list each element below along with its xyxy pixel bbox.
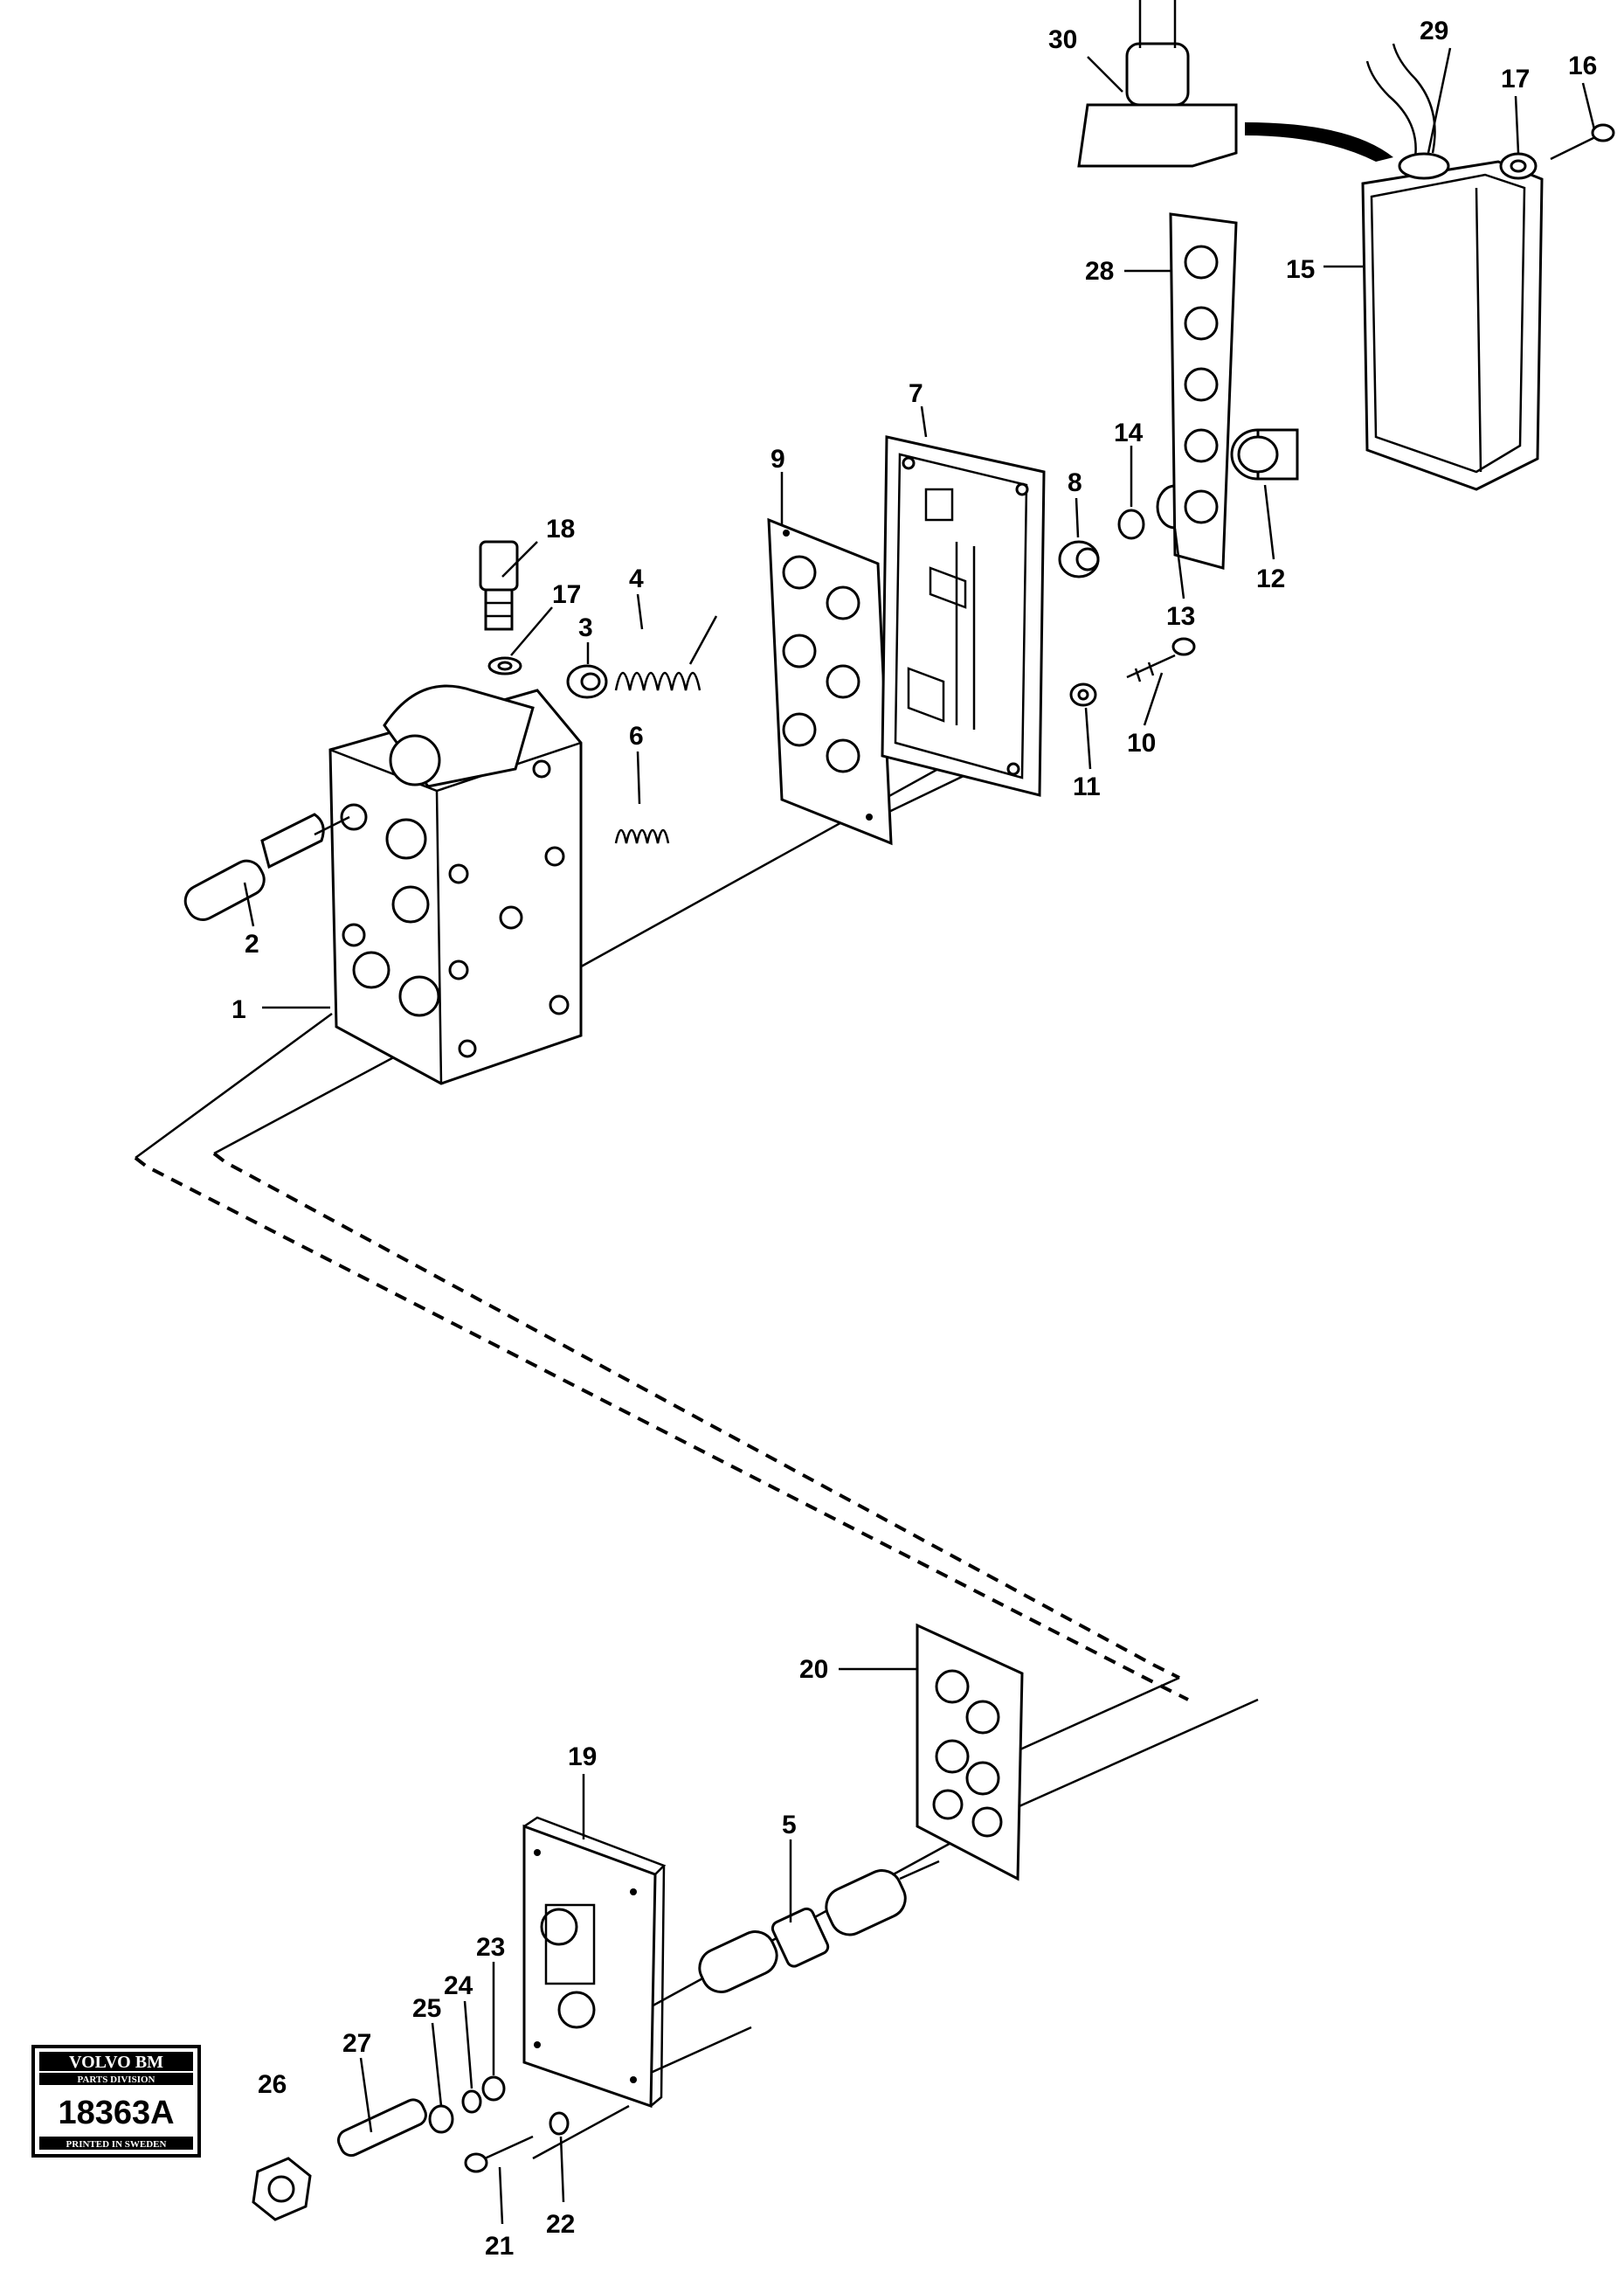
part-19-end-plate bbox=[522, 1816, 667, 2109]
part-9-gasket bbox=[767, 517, 893, 846]
part-14-o-ring bbox=[1117, 509, 1145, 540]
part-22-washer bbox=[549, 2111, 570, 2136]
callout-11: 11 bbox=[1073, 772, 1101, 801]
part-1-valve-body bbox=[328, 684, 583, 1085]
callout-17-lower: 17 bbox=[552, 580, 581, 609]
stamp-footer: PRINTED IN SWEDEN bbox=[66, 2139, 167, 2150]
callout-17-upper: 17 bbox=[1501, 65, 1530, 94]
part-28-gasket-strip bbox=[1169, 212, 1238, 570]
parts-division-stamp: VOLVO BM PARTS DIVISION 18363A PRINTED I… bbox=[31, 2045, 201, 2158]
part-6-spring bbox=[614, 828, 670, 844]
callout-2: 2 bbox=[245, 930, 259, 959]
callout-20: 20 bbox=[799, 1655, 828, 1684]
callout-12: 12 bbox=[1256, 565, 1285, 593]
part-10-screw bbox=[1126, 637, 1196, 682]
part-24-washer bbox=[461, 2089, 482, 2114]
callout-7: 7 bbox=[909, 379, 923, 408]
callout-14: 14 bbox=[1114, 419, 1144, 447]
part-5-spool bbox=[698, 1860, 940, 1993]
part-2-spool bbox=[183, 813, 350, 921]
callout-30: 30 bbox=[1048, 25, 1077, 54]
stamp-brand: VOLVO BM bbox=[69, 2053, 163, 2072]
part-16-bolt bbox=[1550, 123, 1615, 161]
part-23-washer bbox=[481, 2075, 506, 2102]
part-30-connector bbox=[1077, 0, 1393, 168]
callout-labels: 30 29 17 16 28 15 7 9 8 14 13 12 18 17 4… bbox=[232, 17, 1597, 2261]
part-21-screw bbox=[464, 2135, 534, 2173]
part-20-gasket bbox=[916, 1623, 1024, 1881]
callout-18: 18 bbox=[546, 515, 575, 544]
callout-8: 8 bbox=[1068, 468, 1082, 497]
callout-28: 28 bbox=[1085, 257, 1114, 286]
callout-10: 10 bbox=[1127, 729, 1156, 758]
callout-16: 16 bbox=[1568, 52, 1597, 80]
callout-21: 21 bbox=[485, 2232, 514, 2261]
callout-5: 5 bbox=[782, 1811, 797, 1839]
part-11-washer bbox=[1069, 682, 1097, 707]
part-17-washer bbox=[487, 656, 522, 675]
stamp-division: PARTS DIVISION bbox=[78, 2075, 155, 2085]
callout-13: 13 bbox=[1166, 602, 1195, 631]
part-26-plug bbox=[252, 2157, 312, 2221]
part-8-bushing bbox=[1058, 540, 1100, 578]
leader-lines bbox=[243, 47, 1596, 2225]
part-3-ring bbox=[566, 664, 608, 699]
part-15-housing bbox=[1361, 160, 1544, 491]
callout-4: 4 bbox=[629, 565, 644, 593]
stamp-number: 18363A bbox=[58, 2095, 174, 2131]
callout-6: 6 bbox=[629, 722, 644, 751]
part-7-cover-plate bbox=[881, 435, 1046, 797]
callout-25: 25 bbox=[412, 1994, 441, 2023]
assembly-lines bbox=[134, 750, 1259, 2160]
part-12-solenoid bbox=[1230, 428, 1299, 481]
callout-22: 22 bbox=[546, 2210, 575, 2239]
callout-24: 24 bbox=[444, 1971, 473, 2000]
part-25-washer bbox=[428, 2104, 454, 2134]
callout-15: 15 bbox=[1286, 255, 1315, 284]
callout-27: 27 bbox=[342, 2029, 371, 2058]
part-17-upper-washer bbox=[1499, 152, 1538, 180]
part-29-cable bbox=[1365, 43, 1450, 180]
part-4-spring bbox=[614, 615, 718, 691]
callout-1: 1 bbox=[232, 995, 246, 1024]
callout-23: 23 bbox=[476, 1933, 505, 1962]
callout-29: 29 bbox=[1420, 17, 1448, 45]
part-18-sensor bbox=[479, 540, 519, 631]
callout-9: 9 bbox=[771, 445, 785, 474]
part-27-pin bbox=[336, 2098, 427, 2158]
callout-3: 3 bbox=[578, 613, 593, 642]
callout-19: 19 bbox=[568, 1742, 597, 1771]
callout-26: 26 bbox=[258, 2070, 287, 2099]
